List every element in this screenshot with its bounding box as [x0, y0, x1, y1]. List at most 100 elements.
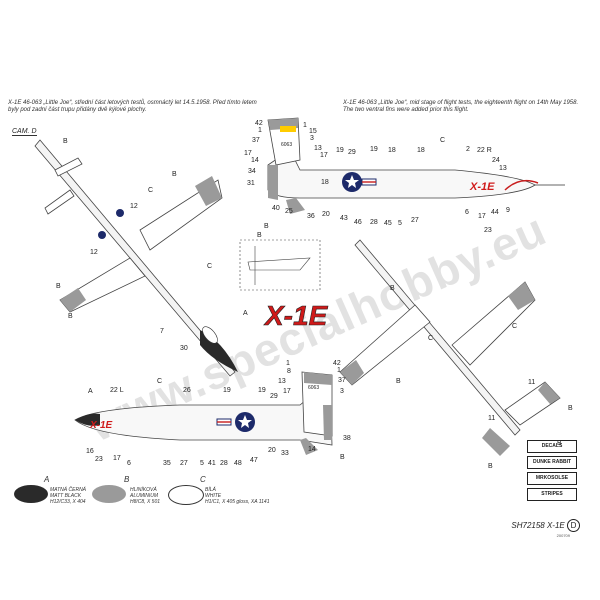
- side-title-art-left: X-1E: [89, 420, 113, 431]
- svg-text:13: 13: [278, 378, 286, 385]
- product-code-text: SH72158 X-1E: [511, 521, 565, 530]
- svg-text:C: C: [428, 335, 433, 342]
- svg-text:18: 18: [417, 147, 425, 154]
- svg-text:46: 46: [354, 219, 362, 226]
- svg-text:1: 1: [303, 122, 307, 129]
- svg-text:B: B: [488, 463, 493, 470]
- svg-text:42: 42: [333, 360, 341, 367]
- serial-right: 6063: [281, 142, 292, 148]
- svg-text:17: 17: [244, 150, 252, 157]
- legend-a-swatch: [14, 485, 48, 503]
- svg-text:12: 12: [130, 203, 138, 210]
- svg-text:5: 5: [398, 220, 402, 227]
- svg-text:A: A: [88, 388, 93, 395]
- svg-text:2: 2: [466, 146, 470, 153]
- svg-text:19: 19: [223, 387, 231, 394]
- legend-c-text: BÍLÁ WHITE H1/C1, X 405 gloss, XA 1141: [205, 487, 270, 505]
- svg-text:34: 34: [248, 168, 256, 175]
- svg-text:B: B: [390, 285, 395, 292]
- svg-text:22 L: 22 L: [110, 387, 124, 394]
- legend-c-swatch: [168, 485, 204, 505]
- svg-text:8: 8: [287, 368, 291, 375]
- svg-text:17: 17: [113, 455, 121, 462]
- bottom-plan-view: [339, 239, 561, 456]
- side-view-right: X-1E 6063: [267, 117, 565, 214]
- svg-text:44: 44: [491, 209, 499, 216]
- svg-text:38: 38: [343, 435, 351, 442]
- note-english: X-1E 46-063 „Little Joe“, mid stage of f…: [343, 100, 579, 113]
- svg-text:3: 3: [340, 388, 344, 395]
- svg-text:11: 11: [488, 415, 495, 422]
- svg-text:33: 33: [281, 450, 289, 457]
- svg-text:C: C: [207, 263, 212, 270]
- svg-text:43: 43: [340, 215, 348, 222]
- svg-text:15: 15: [309, 128, 317, 135]
- svg-text:37: 37: [252, 137, 260, 144]
- side-view-left: X-1E 6063: [74, 371, 333, 455]
- svg-text:7: 7: [160, 328, 164, 335]
- svg-text:42: 42: [255, 120, 263, 127]
- svg-text:1: 1: [258, 127, 262, 134]
- top-plan-view: [34, 139, 238, 377]
- svg-text:19: 19: [370, 146, 378, 153]
- svg-text:45: 45: [384, 220, 392, 227]
- svg-text:30: 30: [180, 345, 188, 352]
- svg-text:47: 47: [250, 457, 258, 464]
- svg-text:14: 14: [308, 446, 316, 453]
- sheet-sub: 200709: [556, 533, 570, 538]
- svg-text:24: 24: [492, 157, 500, 164]
- svg-text:22 R: 22 R: [477, 147, 492, 154]
- svg-text:1: 1: [337, 367, 341, 374]
- svg-text:C: C: [440, 137, 445, 144]
- svg-text:41: 41: [208, 460, 216, 467]
- svg-text:29: 29: [348, 149, 356, 156]
- legend-a-text: MATNÁ ČERNÁ MATT BLACK H12/C33, X 404: [50, 487, 87, 505]
- svg-text:B: B: [557, 440, 562, 447]
- svg-text:14: 14: [251, 157, 259, 164]
- note-czech: X-1E 46-063 „Little Joe“, střední část l…: [8, 100, 257, 113]
- camo-label: CAM. D: [12, 128, 37, 136]
- serial-left: 6063: [308, 385, 319, 391]
- svg-text:9: 9: [506, 207, 510, 214]
- svg-text:B: B: [56, 283, 61, 290]
- svg-text:23: 23: [95, 456, 103, 463]
- svg-text:28: 28: [220, 460, 228, 467]
- svg-text:13: 13: [314, 145, 322, 152]
- svg-text:B: B: [568, 405, 573, 412]
- svg-text:6: 6: [465, 209, 469, 216]
- svg-text:26: 26: [183, 387, 191, 394]
- logo-stripes: STRIPES: [527, 488, 577, 501]
- svg-text:23: 23: [484, 227, 492, 234]
- svg-text:40: 40: [272, 205, 280, 212]
- svg-text:11: 11: [528, 379, 535, 386]
- logo-stack: DECALS DUNKE RABBIT MRKOSOLSE STRIPES: [527, 440, 579, 504]
- title-art: X-1E: [263, 300, 329, 331]
- svg-text:B: B: [340, 454, 345, 461]
- svg-text:28: 28: [370, 219, 378, 226]
- svg-text:6: 6: [127, 460, 131, 467]
- svg-text:20: 20: [268, 447, 276, 454]
- svg-text:27: 27: [180, 460, 188, 467]
- svg-text:12: 12: [90, 249, 98, 256]
- svg-text:C: C: [512, 323, 517, 330]
- svg-text:B: B: [396, 378, 401, 385]
- ventral-fin-inset: [239, 239, 321, 291]
- legend-b-swatch: [92, 485, 126, 503]
- svg-text:37: 37: [338, 377, 346, 384]
- svg-text:B: B: [63, 138, 68, 145]
- svg-text:17: 17: [283, 388, 291, 395]
- svg-text:16: 16: [86, 448, 94, 455]
- svg-text:18: 18: [388, 147, 396, 154]
- svg-text:1: 1: [286, 360, 290, 367]
- svg-text:13: 13: [499, 165, 507, 172]
- sheet-letter: D: [567, 519, 580, 532]
- svg-text:B: B: [257, 232, 262, 239]
- svg-text:19: 19: [258, 387, 266, 394]
- svg-text:17: 17: [320, 152, 328, 159]
- svg-text:5: 5: [200, 460, 204, 467]
- svg-text:20: 20: [322, 211, 330, 218]
- legend-c-letter: C: [200, 475, 206, 484]
- logo-dunke-rabbit: DUNKE RABBIT: [527, 456, 577, 469]
- product-code: SH72158 X-1E D: [511, 519, 580, 532]
